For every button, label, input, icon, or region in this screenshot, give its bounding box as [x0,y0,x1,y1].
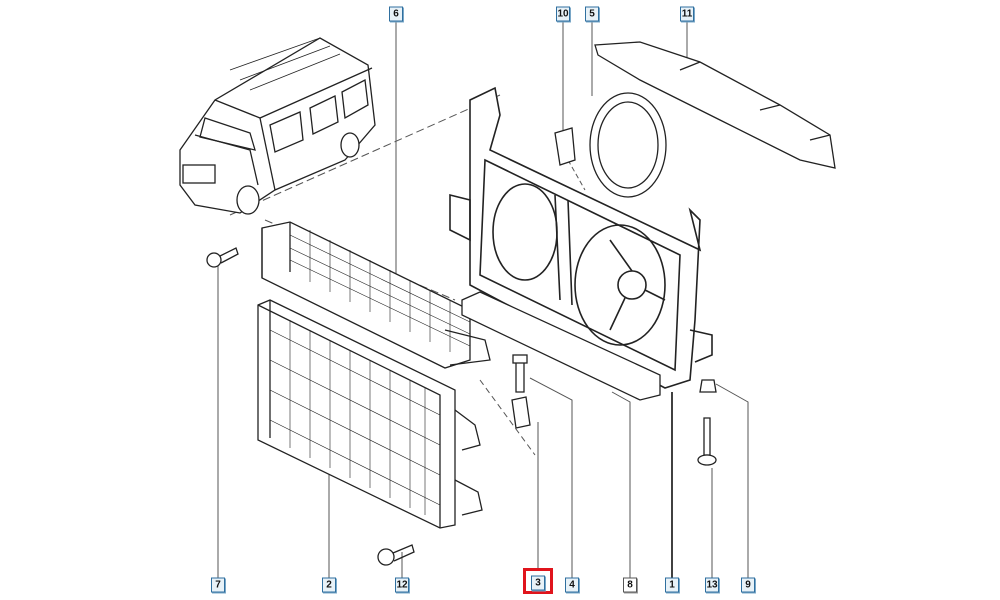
callout-6[interactable]: 6 [389,6,403,22]
callout-5[interactable]: 5 [585,6,599,22]
callout-1[interactable]: 1 [665,577,679,593]
upper-air-deflector [594,41,836,169]
bolt-4 [512,354,528,393]
callout-4[interactable]: 4 [565,577,579,593]
callout-8[interactable]: 8 [623,577,637,593]
fan-shroud [589,92,667,198]
nut-9 [699,379,717,393]
callout-9[interactable]: 9 [741,577,755,593]
callout-12[interactable]: 12 [395,577,409,593]
bolt-13 [697,417,717,466]
screw-12 [377,544,415,566]
intercooler [261,221,491,369]
callout-3[interactable]: 3 [531,575,545,591]
lower-crossmember [461,291,661,401]
callout-7[interactable]: 7 [211,577,225,593]
clip [554,127,576,166]
callout-2[interactable]: 2 [322,577,336,593]
callout-11[interactable]: 11 [680,6,694,22]
radiator [257,299,483,529]
bush-3 [511,396,531,429]
screw-7 [206,247,239,268]
highlight-box [523,568,553,594]
callout-10[interactable]: 10 [556,6,570,22]
callout-13[interactable]: 13 [705,577,719,593]
van-illustration [179,37,376,215]
leader-lines [217,21,749,578]
